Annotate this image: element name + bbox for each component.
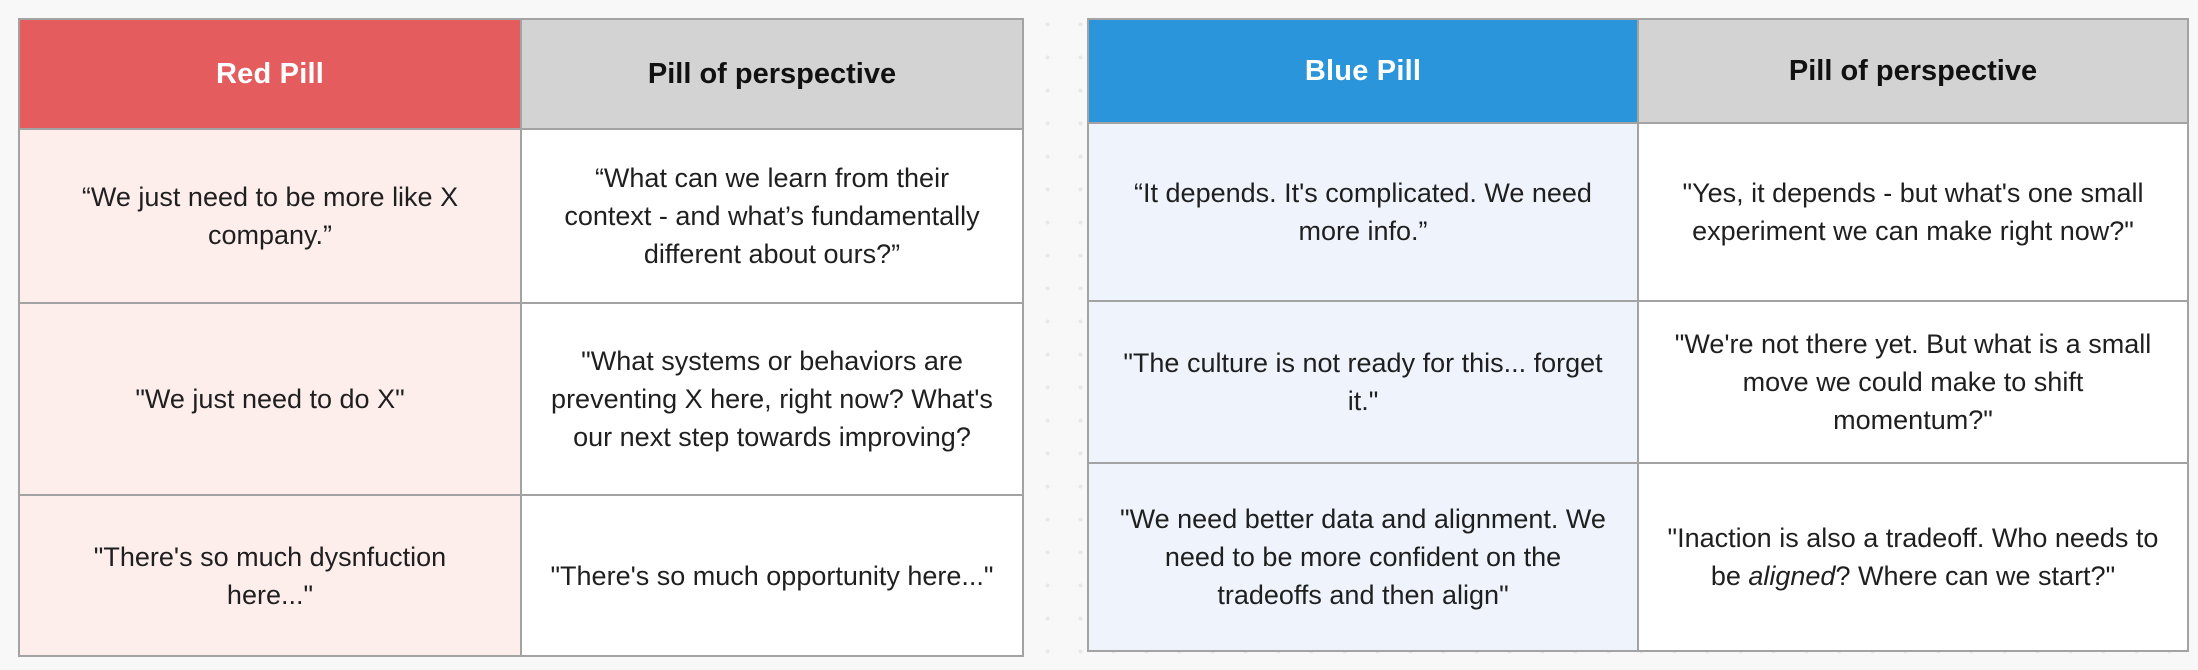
blue-pill-table: Blue Pill Pill of perspective “It depend…: [1087, 18, 2189, 652]
blue-pill-quote-3: "We need better data and alignment. We n…: [1087, 462, 1639, 652]
red-pill-quote-2: "We just need to do X": [18, 302, 522, 496]
blue-perspective-quote-3: "Inaction is also a tradeoff. Who needs …: [1637, 462, 2189, 652]
red-perspective-quote-2: "What systems or behaviors are preventin…: [520, 302, 1024, 496]
red-pill-quote-1: “We just need to be more like X company.…: [18, 128, 522, 304]
blue-pill-quote-1: “It depends. It's complicated. We need m…: [1087, 122, 1639, 302]
red-perspective-quote-3: "There's so much opportunity here...": [520, 494, 1024, 657]
blue-perspective-quote-2: "We're not there yet. But what is a smal…: [1637, 300, 2189, 464]
red-pill-quote-3: "There's so much dysnfuction here...": [18, 494, 522, 657]
red-perspective-quote-1: “What can we learn from their context - …: [520, 128, 1024, 304]
perspective-header-cell: Pill of perspective: [520, 18, 1024, 130]
red-pill-header-cell: Red Pill: [18, 18, 522, 130]
perspective-header-cell: Pill of perspective: [1637, 18, 2189, 124]
blue-perspective-quote-1: "Yes, it depends - but what's one small …: [1637, 122, 2189, 302]
blue-pill-header-cell: Blue Pill: [1087, 18, 1639, 124]
red-pill-table: Red Pill Pill of perspective “We just ne…: [18, 18, 1024, 657]
blue-pill-quote-2: "The culture is not ready for this... fo…: [1087, 300, 1639, 464]
